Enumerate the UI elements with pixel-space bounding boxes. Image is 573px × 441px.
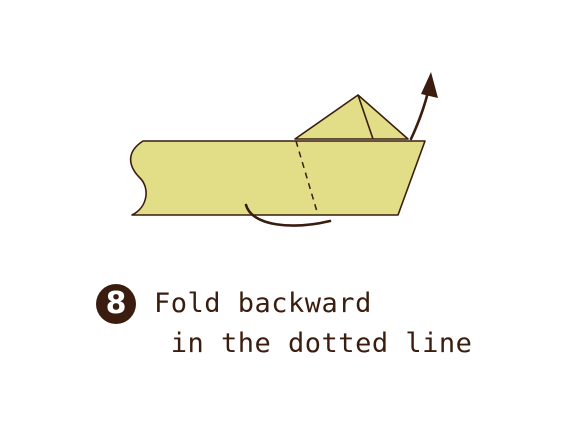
- fold-backward-arrow-icon: [409, 90, 430, 141]
- triangle-flap: [294, 94, 409, 140]
- curved-arrow-icon: [244, 203, 332, 227]
- dotted-fold-line: [295, 140, 319, 216]
- step-number: 8: [105, 286, 127, 321]
- paper-strip: [129, 140, 426, 216]
- instruction-line-1: Fold backward: [154, 288, 372, 319]
- flap-inner-fold-line: [357, 94, 374, 140]
- step-number-badge: 8: [96, 284, 136, 324]
- step-instruction: Fold backward in the dotted line: [154, 284, 472, 364]
- instruction-line-2: in the dotted line: [154, 328, 473, 359]
- fold-arrow-head: [421, 72, 438, 98]
